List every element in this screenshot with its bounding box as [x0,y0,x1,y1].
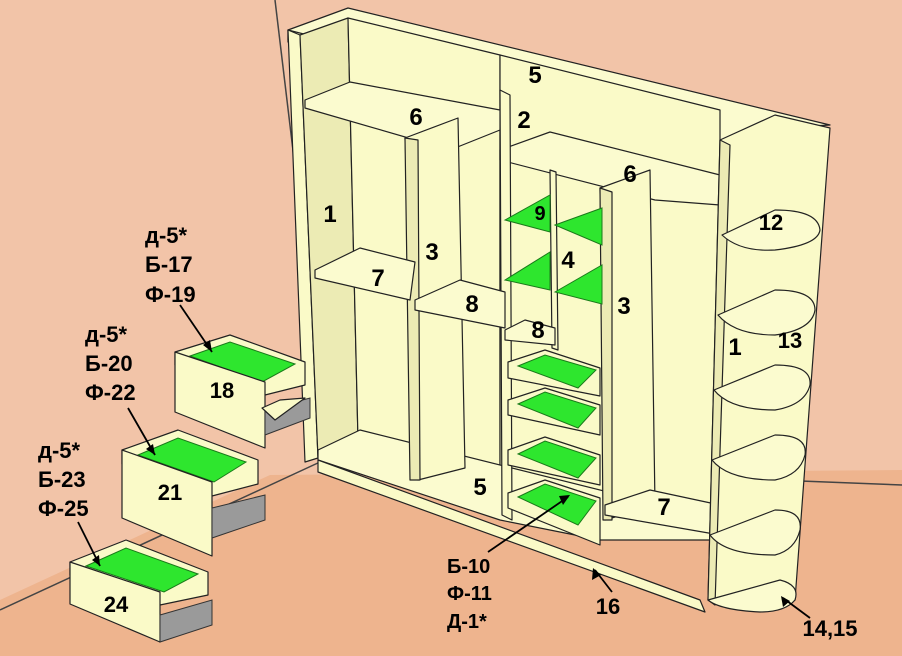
label-supports: 14,15 [802,616,857,641]
label-shelf-bottom-right: 7 [657,494,670,521]
label-middle-divider: 2 [517,107,530,134]
label-partition-shelf-unit: 4 [561,247,575,274]
label-shelf-top-right: 6 [623,161,636,188]
drawer-spec-line: Б-20 [85,351,133,376]
label-small-shelf: 9 [534,203,545,225]
small-shelf [503,194,551,233]
label-side-left: 1 [323,201,336,228]
drawer-front [121,449,213,557]
corner-shelf [711,434,806,481]
label-partition-right: 3 [617,293,630,320]
shelf-mid-left [314,247,416,301]
drawer-spec-line: Б-17 [145,252,193,277]
corner-shelf [709,509,801,556]
drawer-spec-line: Ф-19 [145,282,196,307]
leader-lines [77,304,811,619]
label-shelf-top-left: 6 [409,104,422,131]
drawer-spec-line: д-5* [38,438,81,463]
inner-drawers [507,349,601,546]
small-shelf [553,207,603,246]
drawer-21[interactable] [121,429,266,557]
label-plinth: 16 [596,594,620,619]
floor-wall-line-left [0,461,321,611]
label-shelf-mid-center: 8 [465,291,478,318]
drawer-spec-line: Ф-25 [38,496,89,521]
drawer-front [174,351,266,449]
corner-shelf [713,364,811,411]
inner-drawer-spec-line: Д-1* [447,611,487,633]
corner-shelf [717,289,816,336]
label-partition-left: 3 [425,239,438,266]
drawer-number: 24 [104,592,129,617]
drawer-labels: 18 21 24 д-5* Б-17 Ф-19 д-5* Б-20 Ф-22 д… [38,223,234,617]
shelf-mid-center [414,279,506,329]
corner-shelf [721,209,821,251]
drawer-spec-line: Ф-22 [85,380,136,405]
inner-drawer[interactable] [507,436,601,486]
label-bottom-panel: 5 [473,474,486,501]
label-corner-shelf: 12 [759,210,783,235]
label-top-panel: 5 [528,62,541,89]
part-number-labels: 5 6 2 6 1 3 9 4 7 8 8 3 5 7 12 1 13 16 1… [323,62,857,641]
small-shelves [503,194,603,305]
inner-drawer-spec-line: Б-10 [447,556,490,578]
inner-drawer[interactable] [507,387,601,436]
inner-drawer[interactable] [507,349,601,397]
label-shelf-mid-left: 7 [371,265,384,292]
label-corner-back: 13 [778,328,802,353]
small-shelf [553,264,603,305]
drawer-spec-line: Б-23 [38,467,86,492]
small-shelf [503,251,551,291]
drawer-18[interactable] [174,334,311,449]
drawer-number: 18 [210,378,234,403]
partition-shelf-unit [549,169,559,351]
corner-side-panel [707,139,731,606]
shelf-mid-small [504,319,556,346]
drawer-number: 21 [158,480,182,505]
corner-unit [707,114,831,613]
drawer-spec-line: д-5* [145,223,188,248]
inner-drawer-spec-line: Ф-11 [447,583,492,605]
label-corner-side: 1 [728,334,741,361]
drawer-24[interactable] [69,539,213,643]
inner-drawer-callout: Б-10 Ф-11 Д-1* [447,556,492,633]
label-shelf-mid-small: 8 [531,317,544,344]
drawer-spec-line: д-5* [85,322,128,347]
